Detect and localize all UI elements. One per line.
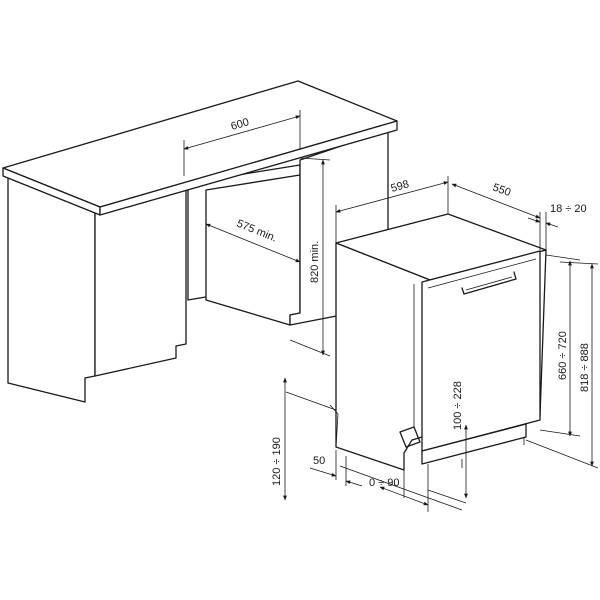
- label-total-height: 818 ÷ 888: [579, 343, 591, 392]
- worktop-side-edge: [99, 120, 398, 216]
- label-door-panel-height: 660 ÷ 720: [557, 331, 569, 380]
- dishwasher-plinth: [421, 423, 527, 465]
- cabinet-recess-side: [205, 174, 301, 326]
- cabinet-right-panel: [94, 189, 187, 377]
- label-foot-offset: 50: [313, 455, 325, 467]
- dishwasher: [335, 213, 547, 471]
- label-appliance-width: 598: [390, 178, 411, 195]
- dishwasher-door-panel: [421, 250, 541, 452]
- door-handle: [461, 271, 517, 295]
- dimension-lines: [183, 110, 599, 512]
- label-appliance-depth: 550: [491, 182, 512, 200]
- label-cabinet-height: 820 min.: [309, 241, 321, 283]
- dishwasher-side: [335, 242, 431, 471]
- cabinet-left-panel: [7, 175, 96, 403]
- label-plinth-depth: 0 ÷ 90: [369, 477, 400, 489]
- door-hinge: [399, 426, 421, 448]
- label-cabinet-width: 600: [230, 116, 251, 133]
- label-foot-height: 120 ÷ 190: [271, 437, 283, 486]
- label-panel-thickness: 18 ÷ 20: [550, 203, 587, 215]
- label-plinth-height: 100 ÷ 228: [452, 381, 464, 430]
